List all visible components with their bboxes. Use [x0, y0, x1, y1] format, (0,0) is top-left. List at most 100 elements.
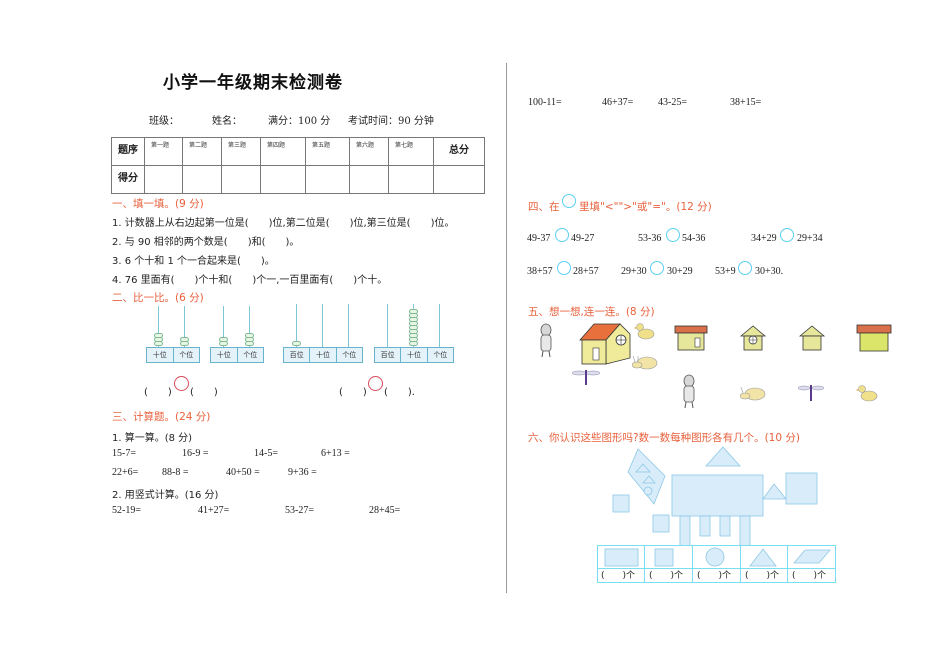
count-parallelogram[interactable]: ( )个	[792, 571, 827, 581]
calc-item: 15-7=	[112, 448, 136, 459]
name-label: 姓名：	[212, 116, 242, 127]
compare-circle[interactable]	[738, 261, 752, 275]
shape-count-grid: ( )个 ( )个 ( )个 ( )个 ( )个	[597, 545, 836, 583]
vertical-calc-item: 41+27=	[198, 505, 230, 516]
score-cell[interactable]	[144, 165, 183, 194]
fill-item-1: 1. 计数器上从右边起第一位是( )位,第二位是( )位,第三位是( )位。	[112, 218, 455, 229]
vertical-calc-item: 46+37=	[602, 97, 634, 108]
compare-expr: 30+30.	[755, 266, 784, 277]
compare-blank-right-2[interactable]: ( ).	[384, 387, 415, 398]
square-icon	[654, 548, 674, 567]
q5-header: 第五题	[305, 137, 350, 166]
compare-expr: 54-36	[682, 233, 706, 244]
dragonfly-icon[interactable]	[572, 368, 600, 386]
compare-expr: 30+29	[667, 266, 693, 277]
abacus-label: 百位	[375, 348, 402, 362]
triangle-icon	[749, 548, 777, 567]
score-table: 题序 第一题 第二题 第三题 第四题 第五题 第六题 第七题 总分 得分	[111, 137, 485, 194]
compare-circle[interactable]	[555, 228, 569, 242]
section4-title-post: 里填"<"">"或"="。(12 分)	[579, 201, 712, 213]
abacus-label: 十位	[401, 348, 428, 362]
compare-circle[interactable]	[666, 228, 680, 242]
class-label: 班级：	[149, 116, 179, 127]
total-header: 总分	[433, 137, 485, 166]
compare-circle-2[interactable]	[368, 376, 383, 391]
q6-header: 第六题	[349, 137, 389, 166]
count-circle[interactable]: ( )个	[697, 571, 732, 581]
parallelogram-icon	[793, 549, 831, 564]
score-cell[interactable]	[221, 165, 261, 194]
compare-blank-right-1[interactable]: ( )	[190, 387, 218, 398]
q2-header: 第二题	[182, 137, 222, 166]
snail-icon[interactable]	[632, 352, 658, 370]
house-flat-roof-door-icon[interactable]	[674, 325, 708, 351]
compare-expr: 28+57	[573, 266, 599, 277]
count-triangle[interactable]: ( )个	[745, 571, 780, 581]
compare-expr: 29+34	[797, 233, 823, 244]
house-window-icon[interactable]	[739, 325, 767, 351]
count-rectangle[interactable]: ( )个	[601, 571, 636, 581]
exam-time: 考试时间：90 分钟	[348, 116, 434, 127]
fill-item-3: 3. 6 个十和 1 个一合起来是( )。	[112, 256, 275, 267]
abacus-label: 个位	[179, 351, 194, 359]
section3-title: 三、计算题。(24 分)	[112, 411, 211, 423]
compare-expr: 53+9	[715, 266, 736, 277]
dog-icon[interactable]	[680, 373, 698, 409]
duck-icon[interactable]	[634, 320, 656, 342]
vertical-calc-item: 100-11=	[528, 97, 562, 108]
fill-item-2: 2. 与 90 相邻的两个数是( )和( )。	[112, 237, 300, 248]
section2-title: 二、比一比。(6 分)	[112, 292, 204, 304]
calc-item: 40+50 =	[226, 467, 260, 478]
compare-expr: 38+57	[527, 266, 553, 277]
compare-expr: 34+29	[751, 233, 777, 244]
house-flat-roof-icon[interactable]	[856, 324, 892, 352]
circle-icon	[562, 194, 576, 208]
score-cell[interactable]	[305, 165, 350, 194]
total-score-cell[interactable]	[433, 165, 485, 194]
row-header-order: 题序	[111, 137, 145, 166]
abacus-label: 个位	[433, 351, 448, 359]
compare-blank-left-1[interactable]: ( )	[144, 387, 172, 398]
calc-sub2-title: 2. 用竖式计算。(16 分)	[112, 490, 219, 501]
page-divider	[506, 63, 507, 593]
shape-horse-figure	[612, 446, 818, 546]
q4-header: 第四题	[260, 137, 306, 166]
compare-circle[interactable]	[557, 261, 571, 275]
dog-icon[interactable]	[536, 322, 556, 358]
snail-icon[interactable]	[740, 383, 766, 401]
section1-title: 一、填一填。(9 分)	[112, 198, 204, 210]
score-cell[interactable]	[182, 165, 222, 194]
vertical-calc-item: 28+45=	[369, 505, 401, 516]
abacus-label: 十位	[211, 348, 238, 362]
compare-expr: 29+30	[621, 266, 647, 277]
score-cell[interactable]	[388, 165, 434, 194]
section6-title: 六、你认识这些图形吗?数一数每种图形各有几个。(10 分)	[528, 432, 800, 444]
abacus-label: 十位	[310, 348, 337, 362]
compare-blank-left-2[interactable]: ( )	[339, 387, 367, 398]
vertical-calc-item: 53-27=	[285, 505, 314, 516]
house-plain-icon[interactable]	[798, 325, 826, 351]
compare-expr: 49-27	[571, 233, 595, 244]
compare-expr: 49-37	[527, 233, 551, 244]
big-house-icon	[579, 323, 631, 365]
vertical-calc-item: 43-25=	[658, 97, 687, 108]
abacus-label: 个位	[342, 351, 357, 359]
calc-item: 88-8 =	[162, 467, 189, 478]
compare-circle-1[interactable]	[174, 376, 189, 391]
row-header-score: 得分	[111, 165, 145, 194]
dragonfly-icon[interactable]	[798, 383, 824, 403]
section4-title-pre: 四、在	[528, 201, 560, 213]
duck-icon[interactable]	[856, 381, 880, 405]
circle-icon	[705, 547, 725, 567]
calc-item: 22+6=	[112, 467, 139, 478]
compare-expr: 53-36	[638, 233, 662, 244]
page-title: 小学一年级期末检测卷	[163, 73, 343, 93]
score-cell[interactable]	[260, 165, 306, 194]
compare-circle[interactable]	[650, 261, 664, 275]
compare-circle[interactable]	[780, 228, 794, 242]
score-cell[interactable]	[349, 165, 389, 194]
q7-header: 第七题	[388, 137, 434, 166]
count-square[interactable]: ( )个	[649, 571, 684, 581]
calc-item: 9+36 =	[288, 467, 317, 478]
section5-title: 五、想一想,连一连。(8 分)	[528, 306, 655, 318]
